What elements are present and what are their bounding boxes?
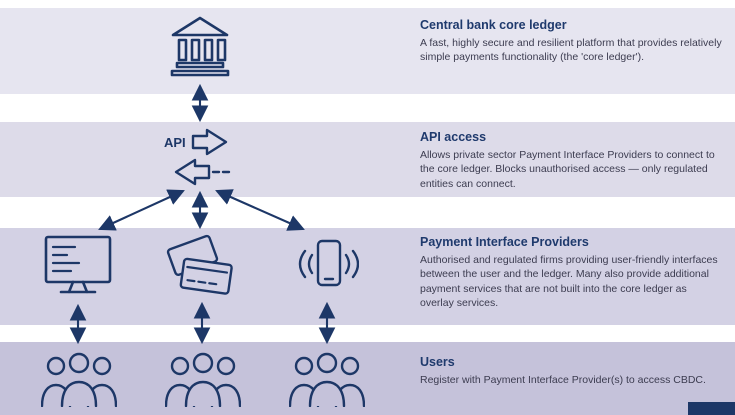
core-ledger-text: Central bank core ledger A fast, highly … [420,18,722,65]
api-access-title: API access [420,130,487,144]
computer-icon [44,235,112,294]
users-title: Users [420,355,455,369]
band-core-ledger: Central bank core ledger A fast, highly … [0,8,735,94]
pip-description: Authorised and regulated firms providing… [420,254,718,309]
users-text: Users Register with Payment Interface Pr… [420,355,722,387]
cards-icon [166,234,233,295]
core-ledger-title: Central bank core ledger [420,18,567,32]
band-payment-interface-providers: Payment Interface Providers Authorised a… [0,228,735,325]
users-icon [41,352,117,407]
bank-icon [170,16,230,77]
phone-icon [298,239,359,287]
footer-corner-mark [688,402,735,415]
users-icon [289,352,365,407]
users-description: Register with Payment Interface Provider… [420,374,706,386]
pip-text: Payment Interface Providers Authorised a… [420,235,722,310]
api-label: API [164,135,186,150]
users-icon [165,352,241,407]
api-access-text: API access Allows private sector Payment… [420,130,722,191]
pip-title: Payment Interface Providers [420,235,589,249]
core-ledger-description: A fast, highly secure and resilient plat… [420,37,722,64]
api-access-description: Allows private sector Payment Interface … [420,149,715,190]
api-icon: API [164,128,231,186]
band-users: Users Register with Payment Interface Pr… [0,342,735,415]
band-api-access: API access Allows private sector Payment… [0,122,735,197]
